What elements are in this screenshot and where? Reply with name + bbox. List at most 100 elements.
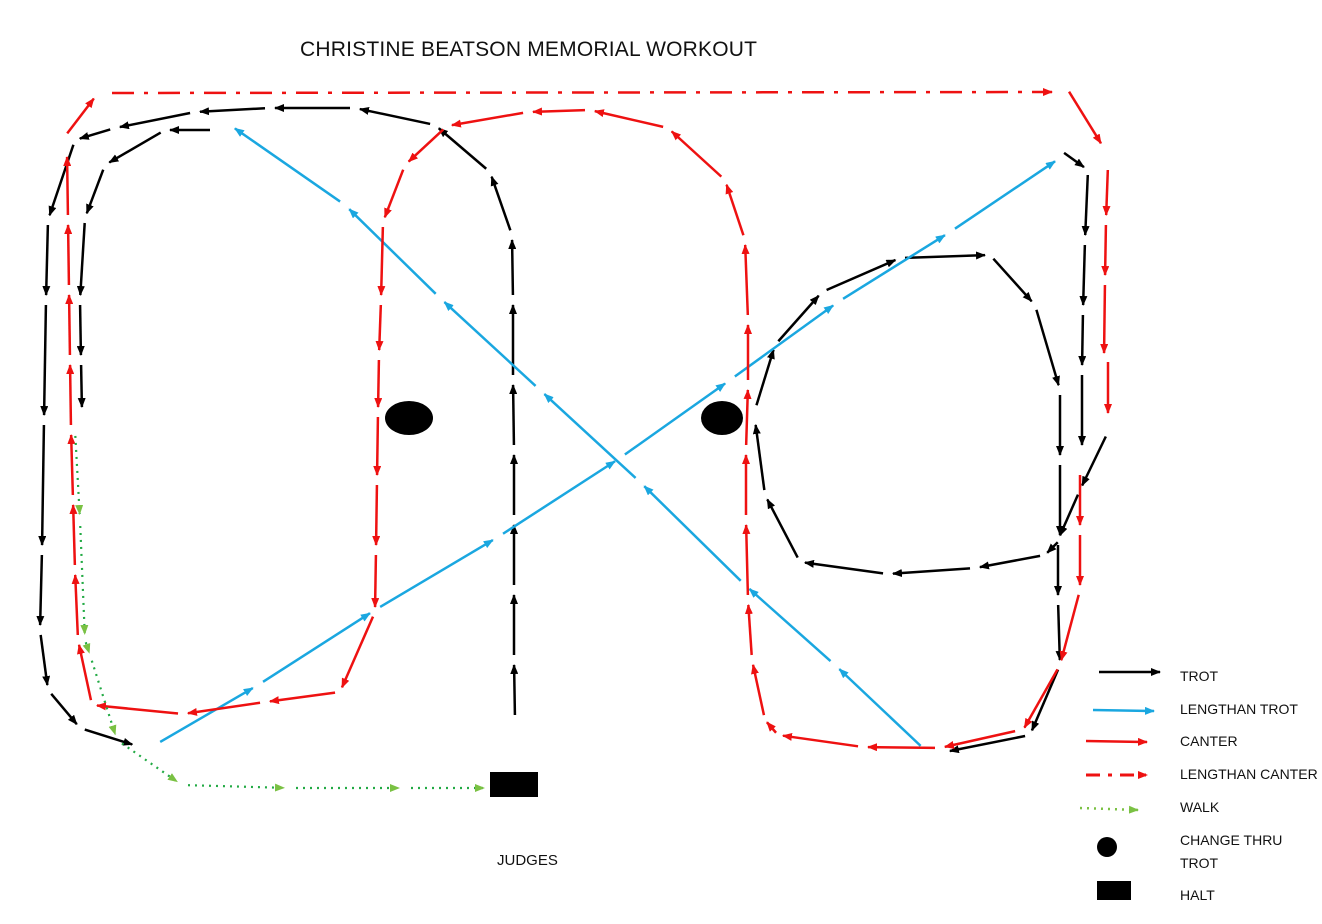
- canter-right-path-segment: [1100, 284, 1109, 355]
- lengthen-trot-path-segment: [643, 485, 742, 582]
- lengthen-trot-path-segment: [502, 460, 616, 535]
- canter-path-segment: [751, 663, 766, 716]
- trot-right-loop-path-segment: [826, 258, 897, 292]
- canter-path-segment: [383, 169, 405, 219]
- trot-right-lower-path-segment: [1058, 494, 1080, 537]
- canter-path-segment: [781, 732, 859, 748]
- trot-path-segment: [50, 693, 78, 725]
- canter-path-segment: [64, 223, 73, 286]
- walk-path-segment: [82, 641, 91, 654]
- trot-path-segment: [36, 554, 45, 627]
- trot-path-segment: [510, 663, 519, 716]
- legend-change-thru-trot-circle: [1097, 837, 1117, 857]
- legend-lengthen-trot-arrow: [1092, 706, 1155, 715]
- canter-right-path-segment: [1102, 169, 1111, 217]
- trot-path-segment: [42, 224, 51, 297]
- canter-path-segment: [67, 433, 76, 496]
- canter-path-segment: [531, 107, 586, 116]
- canter-path-segment: [407, 128, 445, 163]
- trot-right-loop-path-segment: [752, 423, 766, 491]
- trot-right-loop-path-segment: [1046, 541, 1059, 554]
- legend-label-canter: CANTER: [1180, 733, 1238, 749]
- trot-path-segment: [509, 383, 518, 446]
- trot-path-segment: [358, 106, 431, 126]
- trot-right-loop-path-segment: [978, 554, 1041, 570]
- trot-path-segment: [490, 175, 512, 231]
- canter-path-segment: [741, 243, 750, 316]
- lengthen-trot-path-segment: [159, 686, 254, 744]
- halt-marker: [490, 772, 538, 797]
- trot-right-side-path-segment: [1078, 314, 1087, 367]
- legend-label-lengthen-canter: LENGTHAN CANTER: [1180, 766, 1318, 782]
- canter-path-segment: [373, 416, 382, 477]
- legend-label-trot: TROT: [1180, 668, 1219, 684]
- trot-right-lower-path-segment: [1030, 669, 1060, 732]
- trot-inner-left-path-segment: [85, 169, 105, 215]
- canter-path-segment: [742, 523, 751, 596]
- legend-label-lengthen-trot: LENGTHAN TROT: [1180, 701, 1298, 717]
- legend-canter-arrow: [1085, 737, 1148, 746]
- trot-inner-left-path-segment: [76, 304, 85, 357]
- canter-path-segment: [268, 691, 336, 705]
- trot-path-segment: [78, 128, 111, 140]
- canter-path-segment: [375, 304, 384, 352]
- canter-path-segment: [374, 359, 383, 409]
- lengthen-trot-path-segment: [262, 612, 371, 683]
- trot-path-segment: [39, 634, 51, 687]
- walk-path-segment: [90, 660, 117, 736]
- walk-path-segment: [79, 525, 89, 636]
- canter-path-segment: [77, 643, 93, 701]
- trot-path-segment: [198, 107, 266, 116]
- canter-path-segment: [95, 702, 179, 715]
- trot-right-loop-path-segment: [777, 294, 820, 343]
- legend-label-walk: WALK: [1180, 799, 1220, 815]
- trot-right-loop-path-segment: [1035, 309, 1060, 387]
- lengthen-trot-path-segment: [954, 160, 1056, 230]
- change-thru-trot-marker-right: [701, 401, 743, 435]
- trot-path-segment: [48, 144, 75, 217]
- canter-right-lower-path-segment: [1059, 594, 1080, 662]
- trot-right-side-path-segment: [1063, 151, 1085, 169]
- lengthen-trot-path-segment: [443, 301, 537, 387]
- canter-path-segment: [71, 573, 80, 636]
- canter-right-lower-path-segment: [1023, 668, 1059, 729]
- lengthen-trot-path-segment: [624, 382, 726, 456]
- walk-path-segment: [187, 783, 286, 792]
- canter-path-segment: [66, 363, 75, 426]
- trot-right-lower-path-segment: [1081, 435, 1107, 487]
- legend-walk-arrow: [1079, 805, 1139, 814]
- legend-label-change-thru-trot: CHANGE THRU TROT: [1180, 832, 1283, 871]
- canter-path-segment: [372, 484, 381, 547]
- lengthen-trot-path-segment: [348, 208, 437, 295]
- canter-path-segment: [593, 109, 664, 129]
- canter-path-segment: [450, 111, 524, 128]
- canter-path-segment: [866, 743, 936, 752]
- trot-right-loop-path-segment: [803, 559, 884, 575]
- lengthen-trot-path-segment: [234, 127, 341, 203]
- trot-right-lower-path-segment: [1055, 604, 1064, 662]
- canter-path-segment: [65, 293, 74, 356]
- trot-right-loop-path-segment: [766, 498, 799, 559]
- walk-path-segment: [74, 435, 84, 516]
- canter-path-segment: [743, 388, 752, 446]
- trot-path-segment: [118, 111, 191, 130]
- canter-path-segment: [340, 616, 375, 689]
- canter-path-segment: [725, 183, 745, 236]
- trot-right-loop-path-segment: [904, 251, 987, 260]
- canter-path-segment: [371, 554, 380, 609]
- trot-right-loop-path-segment: [891, 567, 971, 578]
- canter-path-segment: [670, 130, 723, 178]
- trot-right-loop-path-segment: [755, 348, 775, 406]
- lengthen-trot-path-segment: [543, 393, 637, 479]
- trot-path-segment: [508, 238, 517, 296]
- lengthen-canter-path-segment: [1067, 91, 1103, 145]
- judges-label: JUDGES: [497, 852, 558, 869]
- trot-right-loop-path-segment: [992, 257, 1033, 303]
- trot-right-lower-path-segment: [948, 734, 1026, 754]
- trot-right-side-path-segment: [1079, 244, 1088, 307]
- lengthen-trot-path-segment: [838, 668, 922, 747]
- trot-inner-left-path-segment: [108, 131, 162, 164]
- lengthen-canter-path-top: [111, 88, 1053, 97]
